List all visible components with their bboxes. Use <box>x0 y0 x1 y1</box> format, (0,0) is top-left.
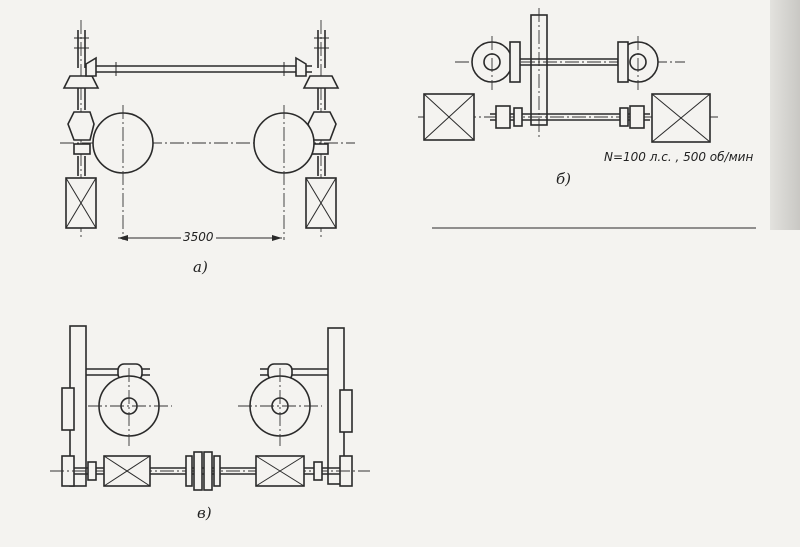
figure-c-right-rotor <box>238 368 322 446</box>
page-edge-shadow <box>770 0 800 230</box>
figure-c-label: в) <box>197 504 212 522</box>
figure-b-schematic <box>418 8 756 229</box>
figure-a-dimension-value: 3500 <box>181 230 216 244</box>
figure-a-right-drive <box>253 20 340 240</box>
figure-a-schematic <box>60 20 355 241</box>
figure-a-label: а) <box>193 258 208 276</box>
figure-b-left-rotor <box>471 36 521 90</box>
figure-b-label: б) <box>556 170 572 188</box>
figure-c-left-rotor <box>88 368 172 446</box>
figure-b-right-rotor <box>617 36 659 90</box>
figure-c-schematic <box>50 325 370 491</box>
figure-b-spec-label: N=100 л.с. , 500 об/мин <box>604 150 754 164</box>
figure-a-left-drive <box>62 20 154 240</box>
